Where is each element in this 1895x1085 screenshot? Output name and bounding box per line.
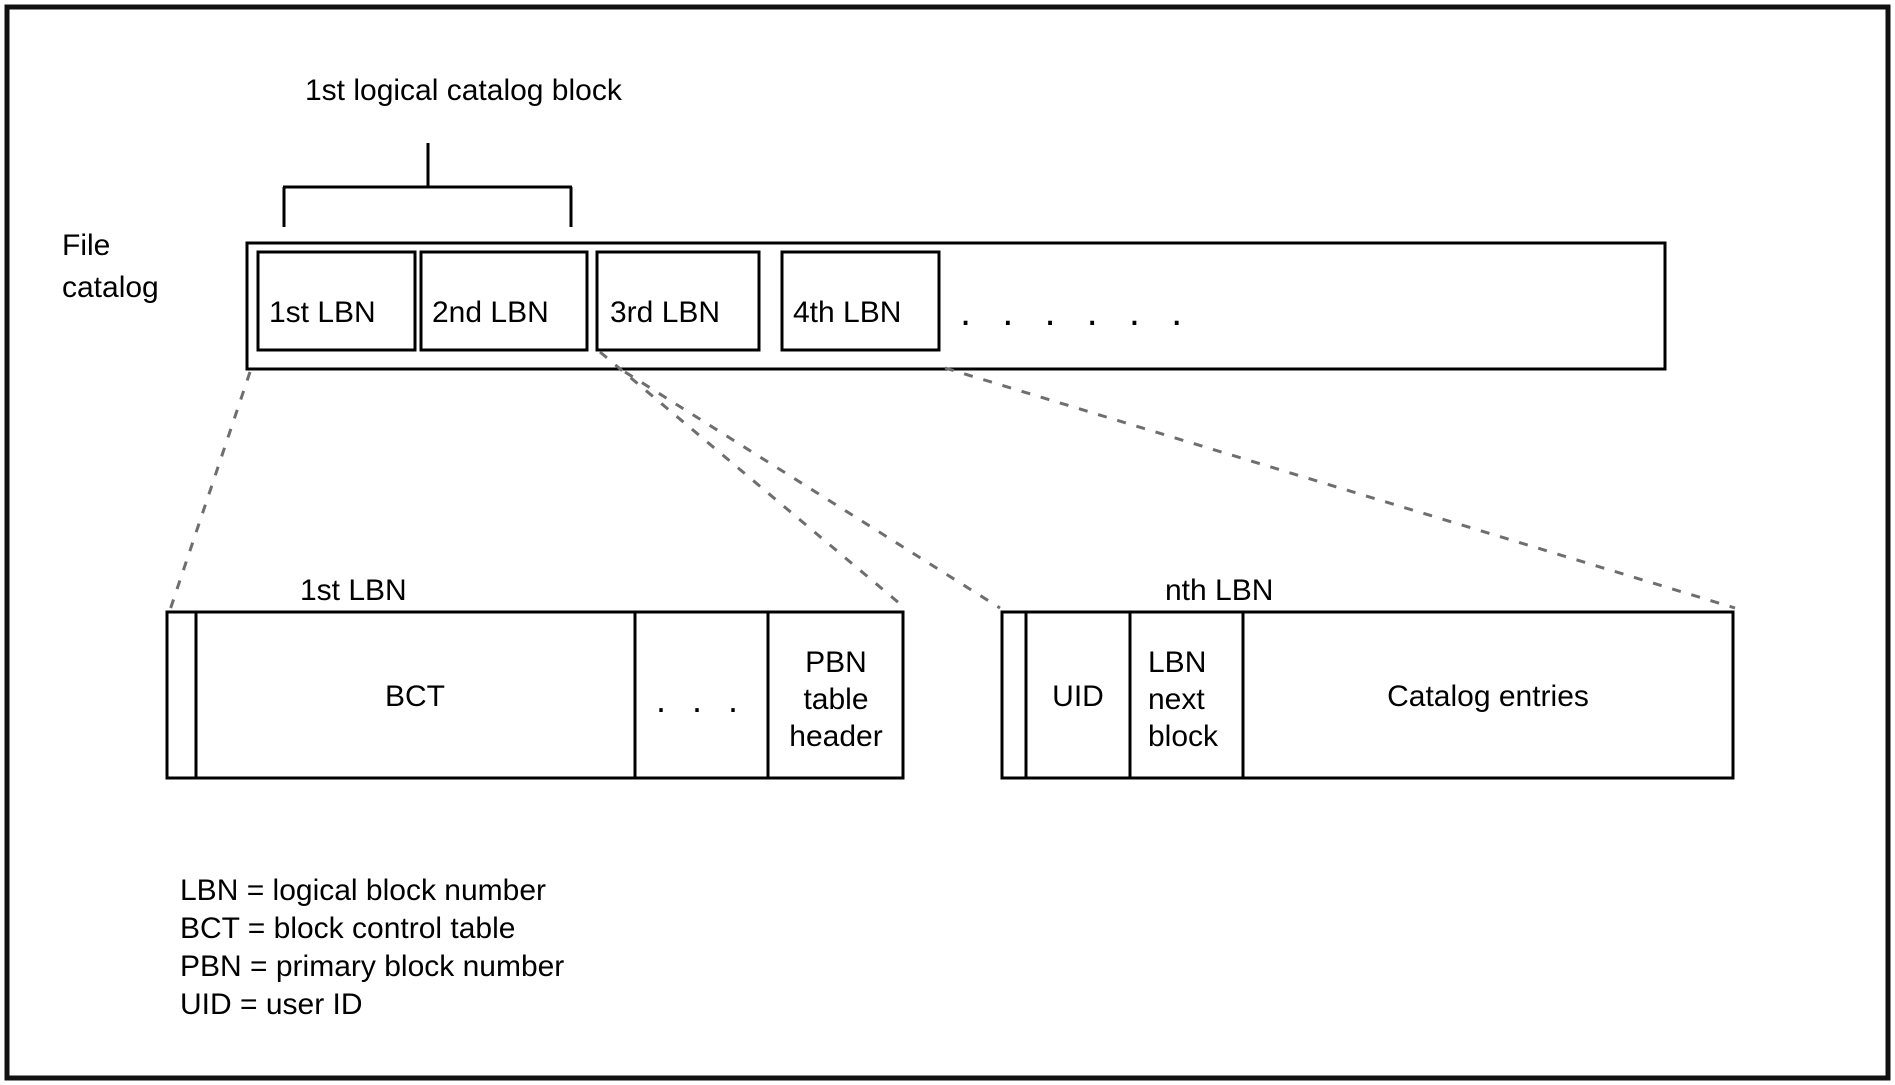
legend-line-4: UID = user ID [180, 988, 363, 1021]
leader-lines [168, 350, 1736, 611]
catalog-cell-1-label: 1st LBN [269, 296, 376, 329]
leader-line-2 [599, 350, 906, 610]
legend: LBN = logical block number BCT = block c… [180, 874, 564, 1021]
catalog-cell-3-label: 3rd LBN [610, 296, 720, 329]
nth-lbn-cell-uid-label: UID [1052, 680, 1104, 713]
catalog-block-bracket [282, 143, 573, 227]
first-lbn-cell-pbn-line1: PBN [805, 646, 867, 679]
first-lbn-cell-bct-label: BCT [385, 680, 445, 713]
nth-lbn-cell-next-line1: LBN [1148, 646, 1206, 679]
catalog-cell-4-label: 4th LBN [793, 296, 901, 329]
nth-lbn-cell-next-line3: block [1148, 720, 1219, 753]
logical-catalog-block-caption: 1st logical catalog block [305, 74, 623, 107]
leader-line-3 [624, 370, 1001, 610]
nth-lbn-block-outline [1000, 610, 1735, 780]
legend-line-3: PBN = primary block number [180, 950, 564, 983]
first-lbn-block-caption: 1st LBN [300, 574, 407, 607]
first-lbn-block: BCT . . . PBN table header [165, 610, 905, 780]
first-lbn-cell-pbn-line2: table [803, 683, 868, 716]
catalog-lbn-cells: 1st LBN 2nd LBN 3rd LBN 4th LBN [256, 250, 941, 352]
file-catalog-label-line2: catalog [62, 271, 159, 304]
first-lbn-cell-pbn-line3: header [789, 720, 882, 753]
catalog-cell-4[interactable] [780, 250, 941, 352]
catalog-cell-1[interactable] [256, 250, 417, 352]
catalog-cell-2-label: 2nd LBN [432, 296, 549, 329]
nth-lbn-block: UID LBN next block Catalog entries [1000, 610, 1735, 780]
catalog-ellipsis: . . . . . . [960, 290, 1192, 334]
leader-line-4 [944, 366, 1736, 610]
legend-line-2: BCT = block control table [180, 912, 515, 945]
file-catalog-label-line1: File [62, 229, 110, 262]
catalog-cell-2[interactable] [419, 250, 589, 352]
first-lbn-block-outline [165, 610, 905, 780]
leader-line-1 [168, 371, 252, 611]
nth-lbn-block-caption: nth LBN [1165, 574, 1273, 607]
nth-lbn-cell-next-line2: next [1148, 683, 1205, 716]
first-lbn-cell-ellipsis: . . . [656, 679, 746, 720]
nth-lbn-cell-catalog-entries-label: Catalog entries [1387, 680, 1589, 713]
catalog-cell-3[interactable] [595, 250, 761, 352]
legend-line-1: LBN = logical block number [180, 874, 546, 907]
